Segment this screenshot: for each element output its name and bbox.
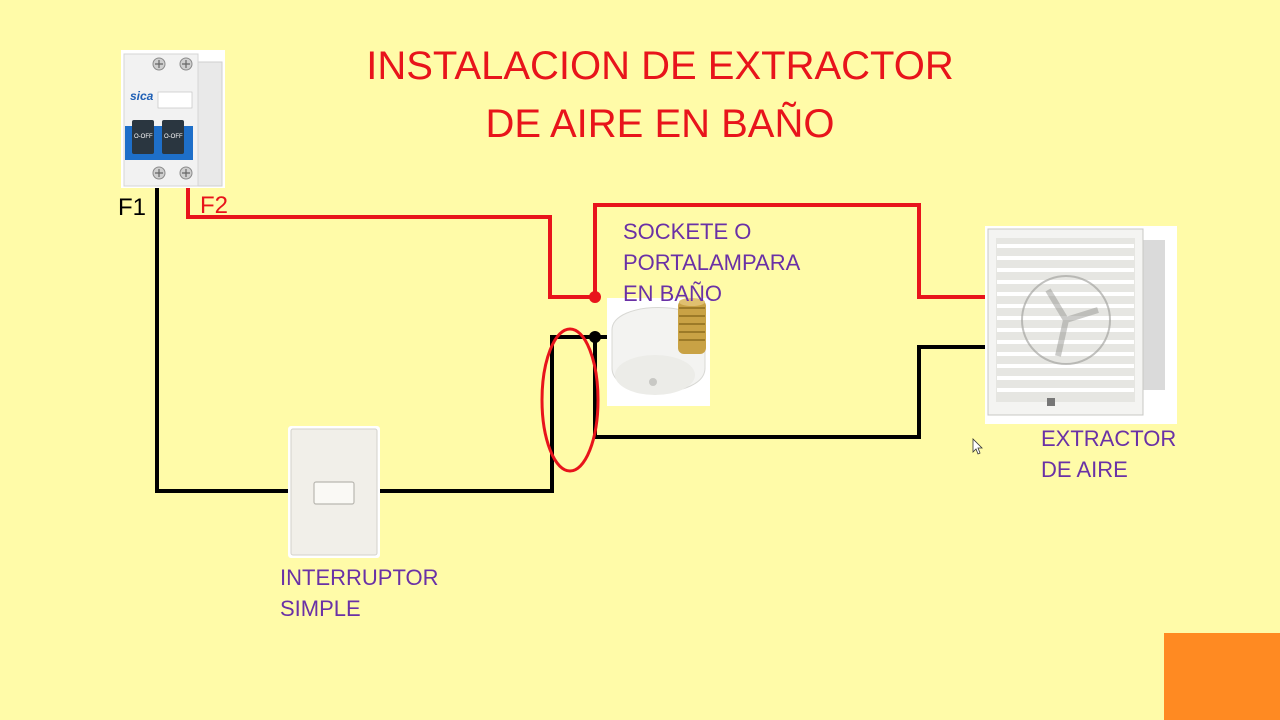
title-line-2: DE AIRE EN BAÑO <box>485 102 835 146</box>
phase-wire-breaker-to-socket <box>186 178 595 299</box>
neutral-wires <box>155 180 995 493</box>
lampholder <box>607 298 710 406</box>
breaker-right-label: O-OFF <box>164 134 183 140</box>
light-switch <box>288 426 380 558</box>
extractor-blade-hub <box>1021 275 1111 365</box>
extractor-label-line-1: EXTRACTOR <box>1041 426 1177 451</box>
title-line-1: INSTALACION DE EXTRACTOR <box>366 44 954 88</box>
neutral-junction <box>589 331 601 343</box>
extractor-fan <box>985 226 1177 424</box>
switch-label: INTERRUPTOR SIMPLE <box>280 562 439 624</box>
socket-label-line-1: SOCKETE O <box>623 219 752 244</box>
switch-label-line-1: INTERRUPTOR <box>280 565 439 590</box>
phase-wires <box>186 178 995 299</box>
extractor-label-line-2: DE AIRE <box>1041 457 1128 482</box>
terminal-label-f1: F1 <box>118 194 147 221</box>
breaker-brand: sica <box>130 89 154 103</box>
return-wire-socket-to-extractor <box>593 337 995 439</box>
terminal-label-f2: F2 <box>200 192 229 219</box>
breaker-left-label: O-OFF <box>134 134 153 140</box>
lampholder-screw-hole <box>649 378 657 386</box>
switch-label-line-2: SIMPLE <box>280 596 361 621</box>
highlight-ellipse <box>540 327 600 473</box>
switch-toggle <box>313 481 355 505</box>
phase-junction <box>589 291 601 303</box>
cursor-icon <box>972 438 983 455</box>
socket-label-line-2: PORTALAMPARA <box>623 250 801 275</box>
socket-label-line-3: EN BAÑO <box>623 281 723 306</box>
socket-label: SOCKETE O PORTALAMPARA EN BAÑO <box>623 216 800 309</box>
breaker: sica O-OFF O-OFF <box>121 50 225 188</box>
corner-orange-box <box>1164 633 1280 720</box>
phase-wire-socket-to-extractor <box>593 203 995 299</box>
extractor-label: EXTRACTOR DE AIRE <box>1041 423 1176 485</box>
neutral-wire-breaker-to-switch <box>155 180 292 493</box>
